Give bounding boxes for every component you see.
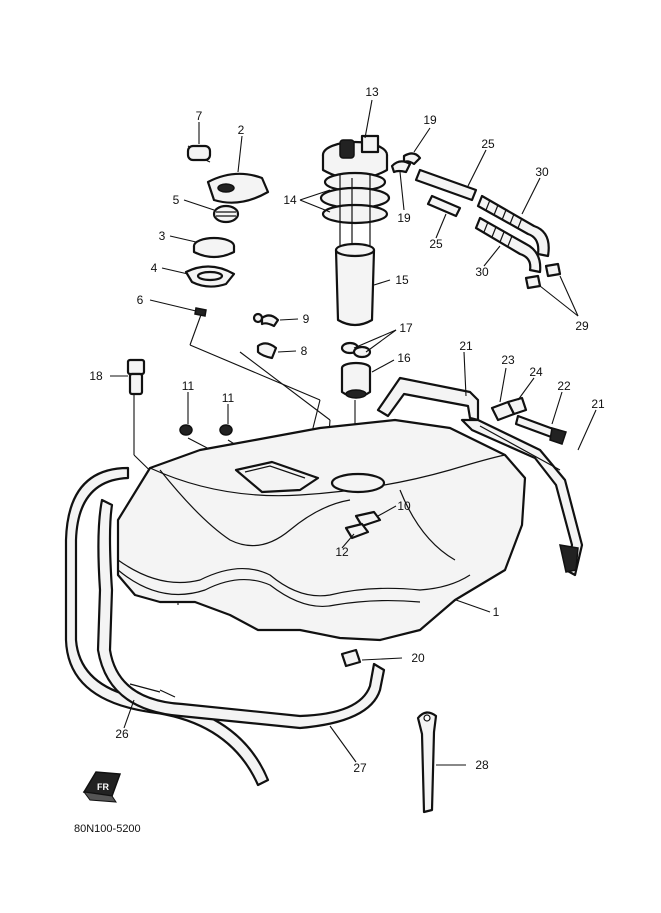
callout-12: 12 xyxy=(335,545,349,559)
callout-6: 6 xyxy=(137,293,144,307)
clips-part-17 xyxy=(340,341,372,359)
grommet-part-11a xyxy=(179,424,193,436)
callout-10: 10 xyxy=(397,499,411,513)
callout-11a: 11 xyxy=(182,379,195,393)
callout-19b: 19 xyxy=(397,211,411,225)
callout-7: 7 xyxy=(196,109,203,123)
hose-part-25 xyxy=(414,168,478,218)
hose-clamps-part-19 xyxy=(390,152,422,174)
seal-ring-part-3 xyxy=(192,236,236,259)
callout-17: 17 xyxy=(399,321,413,335)
callout-29: 29 xyxy=(575,319,589,333)
callout-1: 1 xyxy=(493,605,500,619)
fuel-filter-part-16 xyxy=(340,361,372,399)
callout-5: 5 xyxy=(173,193,180,207)
callout-20: 20 xyxy=(411,651,425,665)
drawing-code: 80N100-5200 xyxy=(74,823,141,835)
collar-part-12 xyxy=(344,522,370,540)
callout-30a: 30 xyxy=(535,165,549,179)
callout-3: 3 xyxy=(159,229,166,243)
callout-30b: 30 xyxy=(475,265,489,279)
callout-21a: 21 xyxy=(459,339,473,353)
tank-bracket-part-21 xyxy=(376,376,584,577)
callout-11b: 11 xyxy=(222,391,235,405)
callout-27: 27 xyxy=(353,761,367,775)
front-direction-badge: FR xyxy=(82,771,122,803)
cap-part-2 xyxy=(206,172,270,204)
sender-cap-part-13 xyxy=(321,134,389,180)
callout-28: 28 xyxy=(475,758,489,772)
damper-part-24 xyxy=(506,396,528,416)
front-badge-text: FR xyxy=(97,782,109,792)
clamp-part-9 xyxy=(252,312,280,328)
clips-part-29 xyxy=(524,262,562,290)
fuel-tank-part-1 xyxy=(116,418,527,642)
breather-hose-part-26 xyxy=(64,466,270,787)
callout-19a: 19 xyxy=(423,113,437,127)
callout-16: 16 xyxy=(397,351,411,365)
bolt-part-18 xyxy=(126,358,146,396)
collar-part-10 xyxy=(354,510,382,528)
tool-part-28 xyxy=(416,711,438,814)
grommet-part-11b xyxy=(219,424,233,436)
callout-25a: 25 xyxy=(481,137,495,151)
callout-22: 22 xyxy=(557,379,571,393)
callout-4: 4 xyxy=(151,261,158,275)
screw-part-6 xyxy=(194,307,207,317)
callout-24: 24 xyxy=(529,365,543,379)
callout-21b: 21 xyxy=(591,397,605,411)
hose-clip-part-20 xyxy=(340,648,362,668)
callout-13: 13 xyxy=(365,85,379,99)
drain-hose-part-27 xyxy=(96,498,386,730)
callout-9: 9 xyxy=(303,312,310,326)
leader-lines xyxy=(110,99,597,766)
callout-labels: 7 2 5 3 4 6 13 14 15 17 16 9 8 18 11 11 … xyxy=(89,85,605,775)
corrugated-hose-part-30 xyxy=(474,194,550,274)
callout-25b: 25 xyxy=(429,237,443,251)
spring-part-5 xyxy=(212,204,240,224)
clamp-part-8 xyxy=(256,342,278,360)
callout-23: 23 xyxy=(501,353,515,367)
callout-2: 2 xyxy=(238,123,245,137)
callout-15: 15 xyxy=(395,273,409,287)
base-plate-part-4 xyxy=(184,265,236,288)
fuel-sender-part-15 xyxy=(319,171,391,327)
callout-18: 18 xyxy=(89,369,103,383)
callout-26: 26 xyxy=(115,727,129,741)
callout-14: 14 xyxy=(283,193,297,207)
spring-part-7 xyxy=(186,144,212,163)
callout-8: 8 xyxy=(301,344,308,358)
bolt-part-22 xyxy=(514,414,567,445)
